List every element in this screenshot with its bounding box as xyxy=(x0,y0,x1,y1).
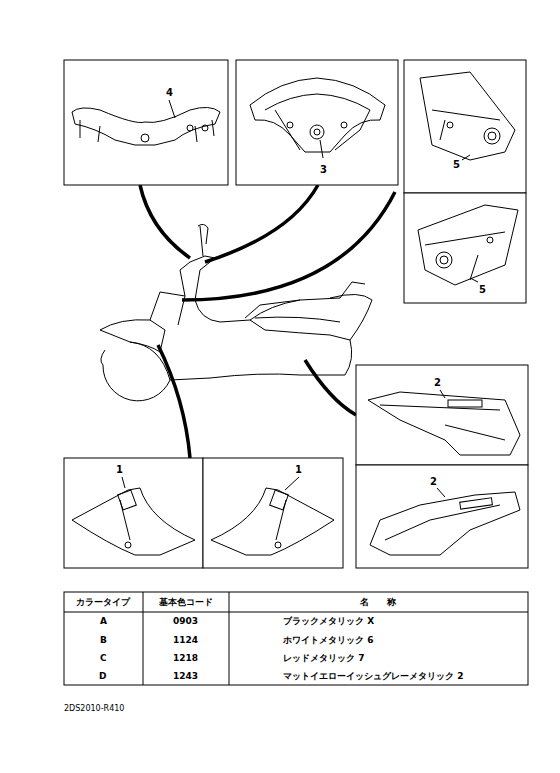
side-cover xyxy=(420,72,515,160)
callout-number: 2 xyxy=(434,378,441,388)
callout-number: 1 xyxy=(295,465,302,475)
callout-number: 4 xyxy=(166,88,173,98)
callout-number: 5 xyxy=(453,160,460,170)
table-cell: C xyxy=(100,654,107,663)
table-cell: ホワイトメタリック 6 xyxy=(283,636,373,645)
table-cell: 0903 xyxy=(173,617,198,626)
callout-number: 5 xyxy=(479,285,486,295)
table-cell: B xyxy=(100,636,107,645)
table-header: 名 称 xyxy=(360,598,396,607)
callout-number: 2 xyxy=(430,477,437,487)
handlebar-cover xyxy=(72,100,220,145)
body-cover xyxy=(370,488,520,555)
table-cell: 1124 xyxy=(173,636,198,645)
table-cell: レッドメタリック 7 xyxy=(283,654,364,663)
front-cover xyxy=(250,78,385,158)
part-panel xyxy=(64,60,528,568)
table-cell: A xyxy=(100,617,107,626)
drawing-code: 2DS2010-R410 xyxy=(64,705,124,713)
table-cell: 1243 xyxy=(173,672,198,681)
table-header: 基本色コード xyxy=(159,598,213,607)
callout-number: 1 xyxy=(116,465,123,475)
table-cell: D xyxy=(99,672,106,681)
front-fairing xyxy=(72,477,334,555)
callout-number: 3 xyxy=(320,165,327,175)
table-cell: 1218 xyxy=(173,654,198,663)
table-cell: マットイエローイッシュグレーメタリック 2 xyxy=(283,672,463,681)
color-table xyxy=(64,592,528,685)
side-cover xyxy=(418,205,518,285)
scooter-outline xyxy=(100,224,372,400)
body-cover xyxy=(368,390,520,455)
table-cell: ブラックメタリック X xyxy=(283,617,374,626)
table-header: カラータイプ xyxy=(76,598,130,607)
